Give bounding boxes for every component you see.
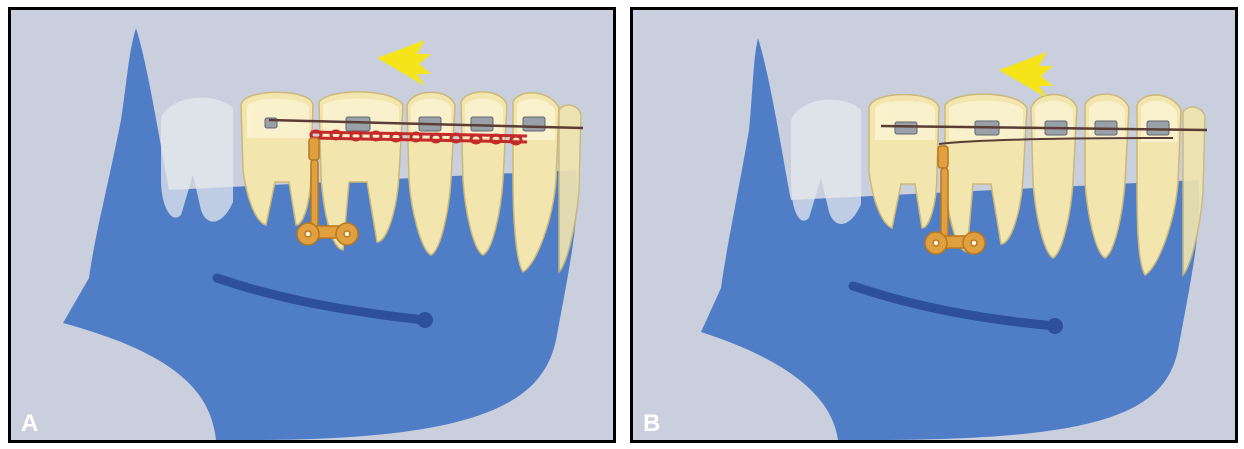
nerve-foramen-b xyxy=(1047,318,1063,334)
bracket-icon xyxy=(895,122,917,134)
jaw-diagram-b xyxy=(633,10,1235,440)
bracket-icon xyxy=(1147,121,1169,135)
panel-label-a: A xyxy=(21,412,38,436)
incisor-b xyxy=(1183,107,1205,275)
left-arrow-icon xyxy=(999,52,1053,98)
incisor-a xyxy=(559,105,581,272)
panel-a: A xyxy=(8,7,616,443)
panel-b: B xyxy=(630,7,1238,443)
jaw-diagram-a xyxy=(11,10,613,440)
nerve-foramen-a xyxy=(417,312,433,328)
left-arrow-icon xyxy=(377,40,431,86)
bracket-icon xyxy=(346,117,370,131)
bracket-icon xyxy=(523,117,545,131)
panel-label-b: B xyxy=(643,412,660,436)
